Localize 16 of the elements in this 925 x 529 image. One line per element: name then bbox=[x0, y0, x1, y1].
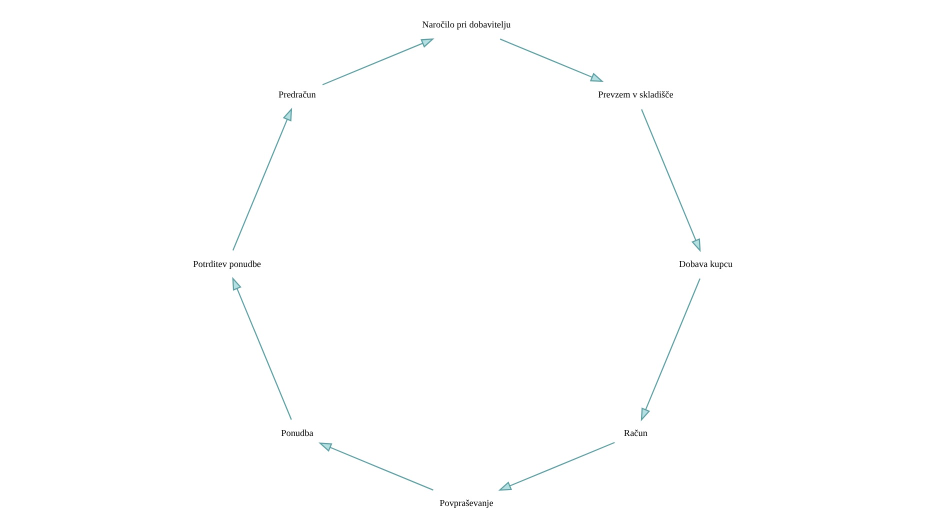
arrow bbox=[640, 278, 700, 422]
node-text: Račun bbox=[623, 428, 647, 438]
node-text: Potrditev ponudbe bbox=[192, 258, 261, 269]
arrow bbox=[232, 108, 292, 251]
node-text: Povpraševanje bbox=[439, 498, 493, 508]
arrow bbox=[318, 442, 433, 491]
node-text: Prevzem v skladišče bbox=[598, 90, 673, 100]
arrow bbox=[640, 109, 700, 252]
node-text: Naročilo pri dobavitelju bbox=[422, 20, 510, 30]
arrow bbox=[232, 276, 292, 420]
arrow bbox=[322, 38, 434, 86]
arrow bbox=[499, 38, 604, 82]
node-text: Ponudba bbox=[280, 428, 313, 438]
node-text: Dobava kupcu bbox=[678, 258, 732, 269]
node-text: Predračun bbox=[278, 90, 316, 100]
arrow bbox=[498, 442, 614, 491]
